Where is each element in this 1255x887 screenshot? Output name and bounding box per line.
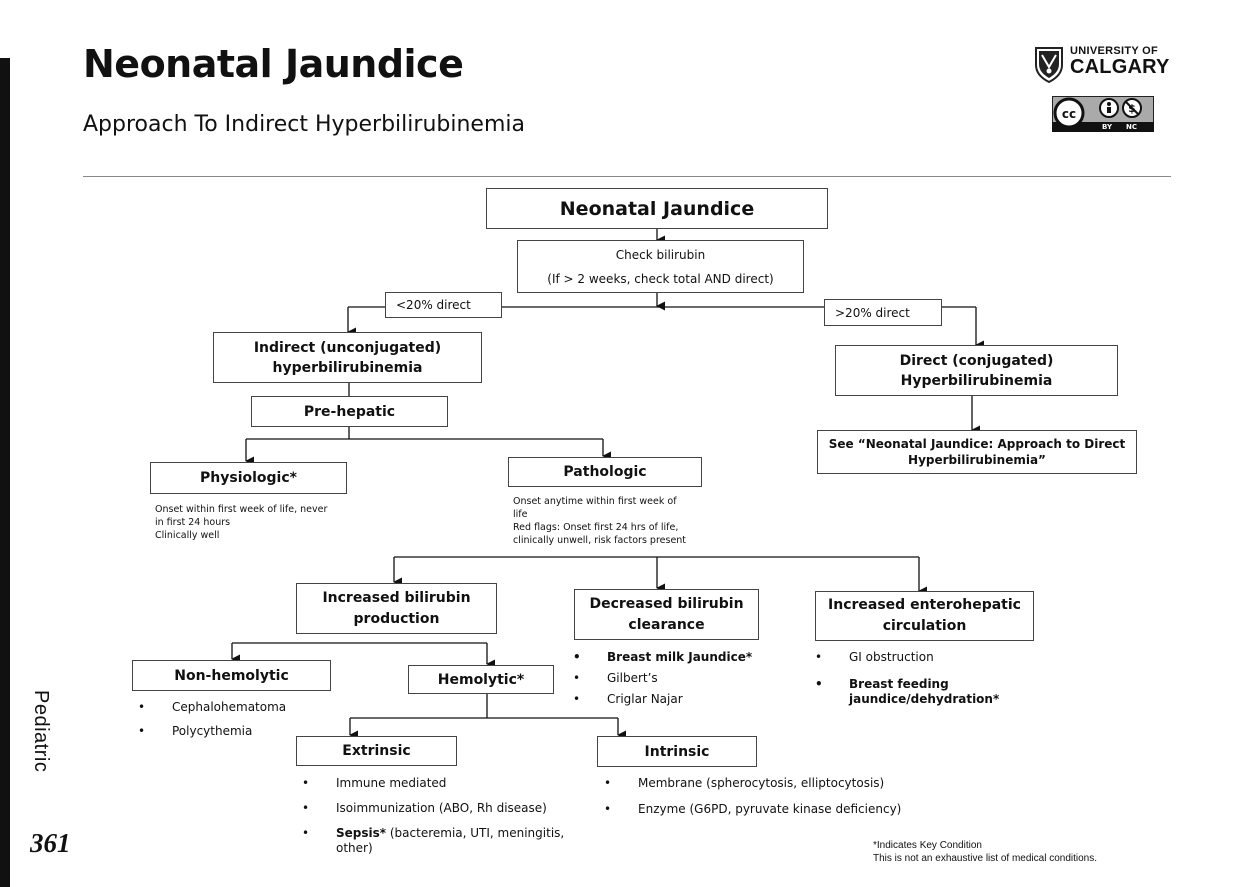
logo-line1: UNIVERSITY OF: [1070, 45, 1159, 57]
see-line2: Hyperbilirubinemia”: [908, 453, 1046, 467]
direct-line2: Hyperbilirubinemia: [900, 372, 1053, 389]
physiologic-note-line: in first 24 hours: [155, 517, 231, 528]
hemolytic-box: Hemolytic*: [408, 665, 554, 694]
clearance-list: Breast milk Jaundice* Gilbert’s Criglar …: [573, 650, 752, 707]
pathologic-note-line: Onset anytime within first week of: [513, 496, 677, 507]
list-item: GI obstruction: [815, 650, 999, 665]
page-title: Neonatal Jaundice: [83, 42, 464, 86]
license-by-label: BY: [1102, 123, 1113, 131]
list-item: Cephalohematoma: [138, 700, 286, 715]
list-item: Isoimmunization (ABO, Rh disease): [302, 801, 564, 816]
list-item-bold: Sepsis*: [336, 826, 387, 840]
page-number: 361: [30, 828, 71, 858]
list-item: Polycythemia: [138, 724, 286, 739]
list-item-text: (bacteremia, UTI, meningitis,: [386, 826, 565, 840]
see-line1: See “Neonatal Jaundice: Approach to Dire…: [828, 437, 1126, 451]
root-box: Neonatal Jaundice: [486, 188, 828, 229]
nonhemolytic-box: Non-hemolytic: [132, 660, 331, 691]
physiologic-note-line: Onset within first week of life, never: [155, 504, 328, 515]
list-item-text: Breast feeding: [849, 677, 949, 691]
extrinsic-list: Immune mediated Isoimmunization (ABO, Rh…: [302, 776, 564, 856]
dec-clear-line2: clearance: [628, 616, 705, 633]
footnote-line: *Indicates Key Condition: [873, 840, 982, 851]
sidebar-bar: [0, 58, 10, 887]
inc-entero-line1: Increased enterohepatic: [828, 597, 1021, 613]
list-item: Sepsis* (bacteremia, UTI, meningitis, ot…: [302, 826, 564, 856]
physiologic-note: Onset within first week of life, never i…: [155, 503, 327, 542]
direct-box: Direct (conjugated) Hyperbilirubinemia: [835, 345, 1118, 396]
nonhemolytic-list: Cephalohematoma Polycythemia: [138, 700, 286, 739]
enterohepatic-list: GI obstruction Breast feeding jaundice/d…: [815, 650, 999, 707]
physiologic-box: Physiologic*: [150, 462, 347, 494]
list-item: Breast feeding jaundice/dehydration*: [815, 677, 999, 707]
extrinsic-box: Extrinsic: [296, 736, 457, 766]
list-item: Criglar Najar: [573, 692, 752, 707]
inc-entero-line2: circulation: [882, 618, 967, 634]
indirect-box: Indirect (unconjugated) hyperbilirubinem…: [213, 332, 482, 383]
header-divider: [83, 176, 1171, 177]
list-item: Breast milk Jaundice*: [573, 650, 752, 665]
list-item: Enzyme (G6PD, pyruvate kinase deficiency…: [604, 802, 901, 817]
increased-production-box: Increased bilirubin production: [296, 583, 497, 634]
svg-text:cc: cc: [1062, 107, 1076, 121]
logo-line2: CALGARY: [1070, 56, 1170, 78]
pathologic-note-line: life: [513, 509, 528, 520]
direct-line1: Direct (conjugated): [899, 352, 1054, 369]
list-item-text: jaundice/dehydration*: [849, 692, 1000, 706]
check-line1: Check bilirubin: [615, 247, 706, 262]
pathologic-box: Pathologic: [508, 457, 702, 487]
prehepatic-box: Pre-hepatic: [251, 396, 448, 427]
license-nc-label: NC: [1126, 123, 1137, 131]
inc-prod-line2: production: [353, 610, 440, 627]
pathologic-note: Onset anytime within first week of life …: [513, 495, 686, 547]
decreased-clearance-box: Decreased bilirubin clearance: [574, 589, 759, 640]
intrinsic-list: Membrane (spherocytosis, elliptocytosis)…: [604, 776, 901, 817]
check-line2: (If > 2 weeks, check total AND direct): [547, 271, 774, 286]
university-crest-icon: [1035, 47, 1063, 83]
university-logo: UNIVERSITY OF CALGARY: [1070, 45, 1170, 78]
cc-by-nc-icon: cc $: [1052, 97, 1154, 132]
list-item: Immune mediated: [302, 776, 564, 791]
page-subtitle: Approach To Indirect Hyperbilirubinemia: [83, 112, 525, 137]
physiologic-note-line: Clinically well: [155, 530, 220, 541]
indirect-line2: hyperbilirubinemia: [272, 359, 423, 376]
enterohepatic-box: Increased enterohepatic circulation: [815, 591, 1034, 641]
pathologic-note-line: clinically unwell, risk factors present: [513, 535, 687, 546]
footnote: *Indicates Key Condition This is not an …: [873, 840, 1097, 865]
dec-clear-line1: Decreased bilirubin: [589, 595, 744, 612]
intrinsic-box: Intrinsic: [597, 736, 757, 767]
lt20-direct-box: <20% direct: [385, 292, 502, 318]
list-item: Membrane (spherocytosis, elliptocytosis): [604, 776, 901, 791]
indirect-line1: Indirect (unconjugated): [253, 339, 442, 356]
see-direct-box: See “Neonatal Jaundice: Approach to Dire…: [817, 430, 1137, 474]
list-item: Gilbert’s: [573, 671, 752, 686]
pathologic-note-line: Red flags: Onset first 24 hrs of life,: [513, 522, 679, 533]
footnote-line: This is not an exhaustive list of medica…: [873, 852, 1097, 864]
gt20-direct-box: >20% direct: [824, 299, 942, 326]
section-label: Pediatric: [30, 690, 52, 773]
inc-prod-line1: Increased bilirubin: [322, 589, 471, 606]
list-item-text: other): [336, 841, 373, 855]
check-bilirubin-box: Check bilirubin (If > 2 weeks, check tot…: [517, 240, 804, 293]
